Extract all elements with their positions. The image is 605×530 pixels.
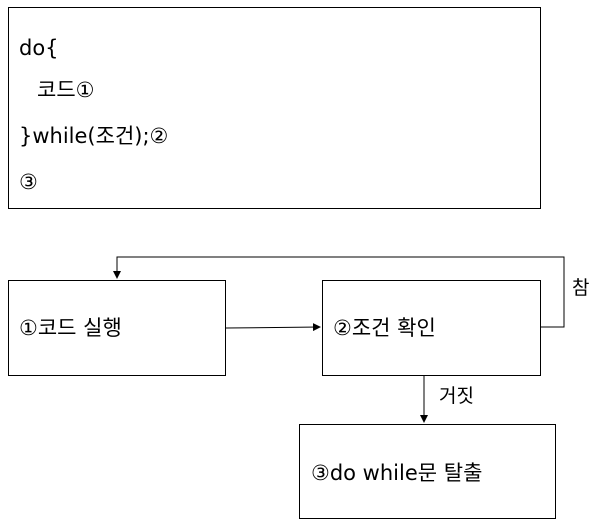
node-check-condition-label: ②조건 확인 — [333, 316, 436, 340]
node-exit-loop: ③do while문 탈출 — [299, 424, 556, 519]
code-line-do: do{ — [19, 36, 59, 60]
edge-label-true: 참 — [572, 277, 590, 299]
code-line-body: 코드① — [37, 78, 95, 102]
edge-execute-to-check — [225, 323, 321, 332]
code-line-while: }while(조건);② — [19, 124, 169, 148]
node-check-condition: ②조건 확인 — [322, 280, 541, 376]
code-line-exit: ③ — [19, 170, 38, 194]
code-box: do{ 코드① }while(조건);② ③ — [8, 7, 541, 209]
node-execute-code-label: ①코드 실행 — [19, 316, 122, 340]
node-exit-loop-label: ③do while문 탈출 — [311, 461, 483, 485]
node-execute-code: ①코드 실행 — [8, 280, 226, 376]
edge-check-to-execute-loop — [113, 256, 565, 328]
edge-label-false: 거짓 — [439, 385, 474, 407]
